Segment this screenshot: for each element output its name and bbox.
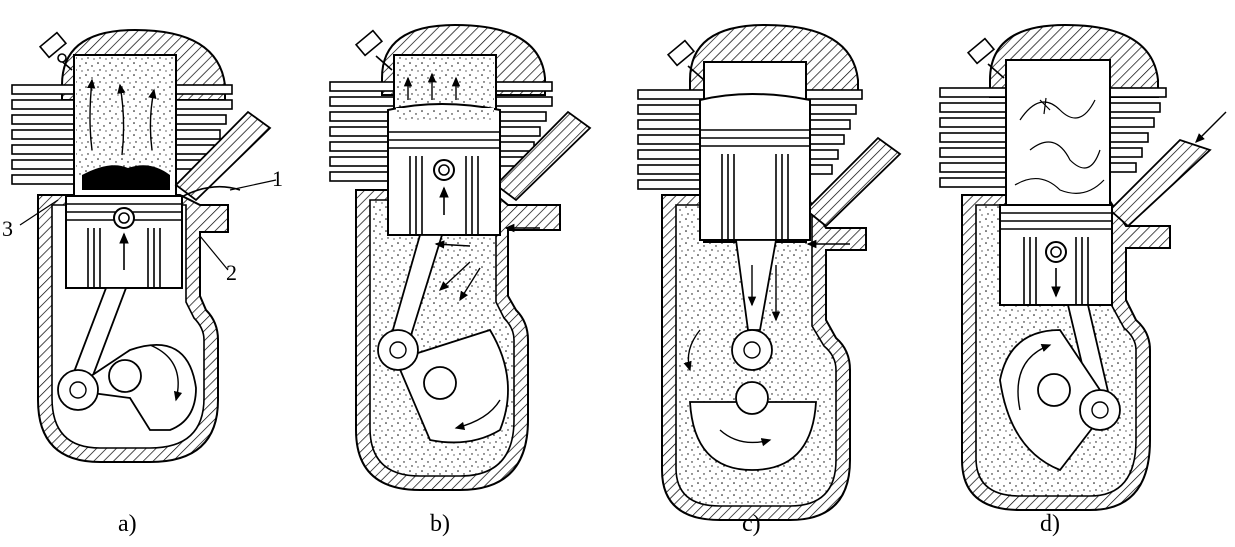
spark-plug	[38, 31, 73, 71]
connecting-rod	[734, 239, 778, 331]
piston	[65, 195, 183, 289]
panel-c-diagram	[637, 23, 902, 521]
caption-d: d)	[1040, 511, 1060, 537]
caption-b: b)	[430, 511, 450, 537]
spark-plug	[354, 29, 393, 71]
cooling-fins-right	[495, 81, 553, 167]
combustion-gas	[76, 57, 174, 175]
cooling-fins-left	[329, 81, 395, 182]
compressed-charge	[396, 57, 494, 107]
label-part-2: 2	[226, 260, 237, 285]
exhaust-pipe	[804, 136, 902, 228]
crank-web	[689, 401, 817, 471]
caption-c: c)	[742, 511, 761, 537]
piston	[699, 93, 811, 241]
cooling-fins-left	[939, 87, 1007, 188]
panel-d-diagram	[939, 23, 1227, 511]
exhaust-pipe	[494, 110, 592, 202]
intake-pipe	[1108, 138, 1212, 228]
spark-plug	[966, 37, 1005, 79]
spark-plug	[666, 39, 705, 81]
piston	[999, 204, 1113, 306]
cooling-fins-left	[637, 89, 705, 190]
label-part-3: 3	[2, 216, 13, 241]
caption-a: a)	[118, 511, 137, 537]
piston	[387, 103, 501, 236]
panel-a-diagram	[11, 28, 277, 463]
label-part-1: 1	[272, 166, 283, 191]
exhaust-pipe	[174, 110, 272, 202]
panel-b-diagram	[329, 23, 592, 491]
cooling-fins-right	[805, 89, 863, 175]
cooling-fins-left	[11, 84, 75, 185]
cooling-fins-right	[1109, 87, 1167, 173]
flame-lines	[1014, 97, 1105, 194]
